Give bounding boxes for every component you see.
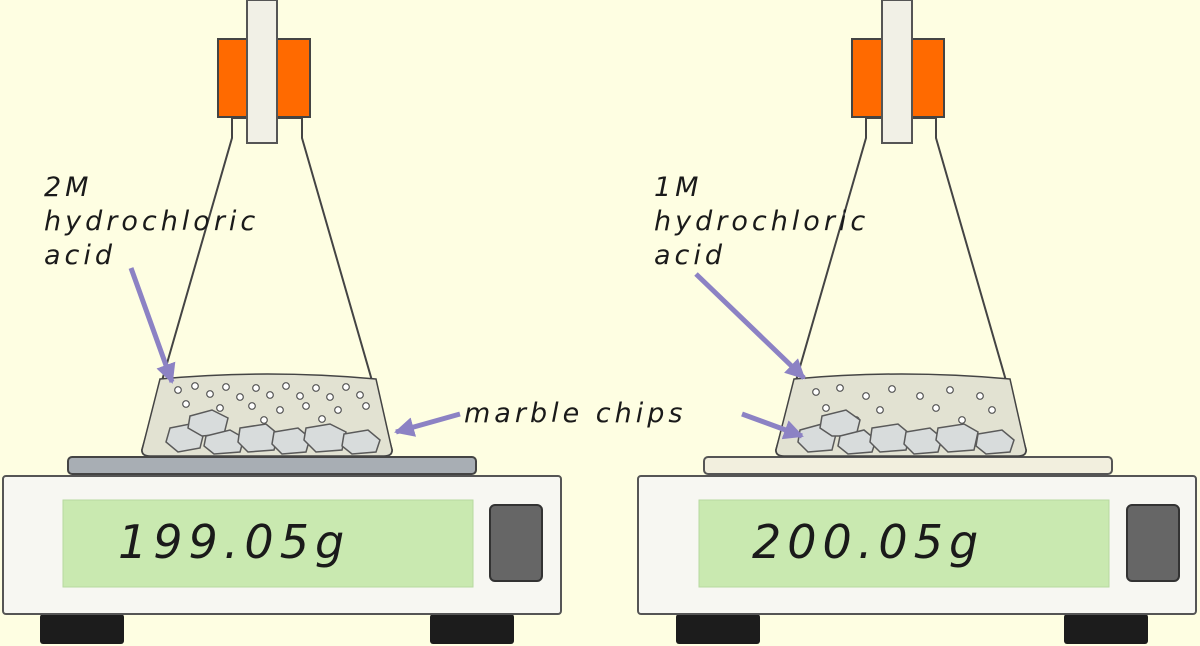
right-weight-readout: 200.05g: [752, 515, 984, 569]
right-display-screen: [698, 499, 1110, 588]
left-balance: 199.05g: [2, 456, 562, 644]
left-marble-arrow: [394, 411, 461, 437]
right-acid-label: 1M hydrochloric acid: [654, 172, 869, 271]
left-acid-concentration: 2M: [44, 172, 92, 203]
left-acid-word: acid: [44, 240, 116, 271]
right-acid-concentration: 1M: [654, 172, 702, 203]
marble-chips-label: marble chips: [464, 398, 686, 429]
right-acid-word: acid: [654, 240, 726, 271]
right-gas-bubbles: [812, 384, 996, 424]
right-acid-arrow: [694, 272, 806, 380]
right-balance-foot-left: [676, 614, 760, 644]
left-balance-foot-left: [40, 614, 124, 644]
left-display-screen: [62, 499, 474, 588]
right-marble-chips: [797, 409, 1015, 455]
left-acid-name: hydrochloric: [44, 206, 259, 237]
right-delivery-tube: [881, 0, 913, 144]
right-setup: 200.05g: [637, 0, 1197, 644]
left-setup: 199.05g: [2, 0, 562, 644]
right-tare-button: [1126, 504, 1180, 582]
left-conical-flask: [140, 0, 394, 457]
left-weight-readout: 199.05g: [118, 515, 350, 569]
right-balance-pan: [703, 456, 1113, 475]
right-balance-foot-right: [1064, 614, 1148, 644]
left-acid-arrow: [128, 267, 176, 384]
right-balance: 200.05g: [637, 456, 1197, 644]
left-tare-button: [489, 504, 543, 582]
right-conical-flask: [774, 0, 1028, 457]
left-delivery-tube: [246, 0, 278, 144]
right-marble-arrow: [741, 411, 804, 440]
right-acid-name: hydrochloric: [654, 206, 869, 237]
left-marble-chips: [165, 409, 381, 455]
left-balance-pan: [67, 456, 477, 475]
left-balance-foot-right: [430, 614, 514, 644]
left-acid-label: 2M hydrochloric acid: [44, 172, 259, 271]
